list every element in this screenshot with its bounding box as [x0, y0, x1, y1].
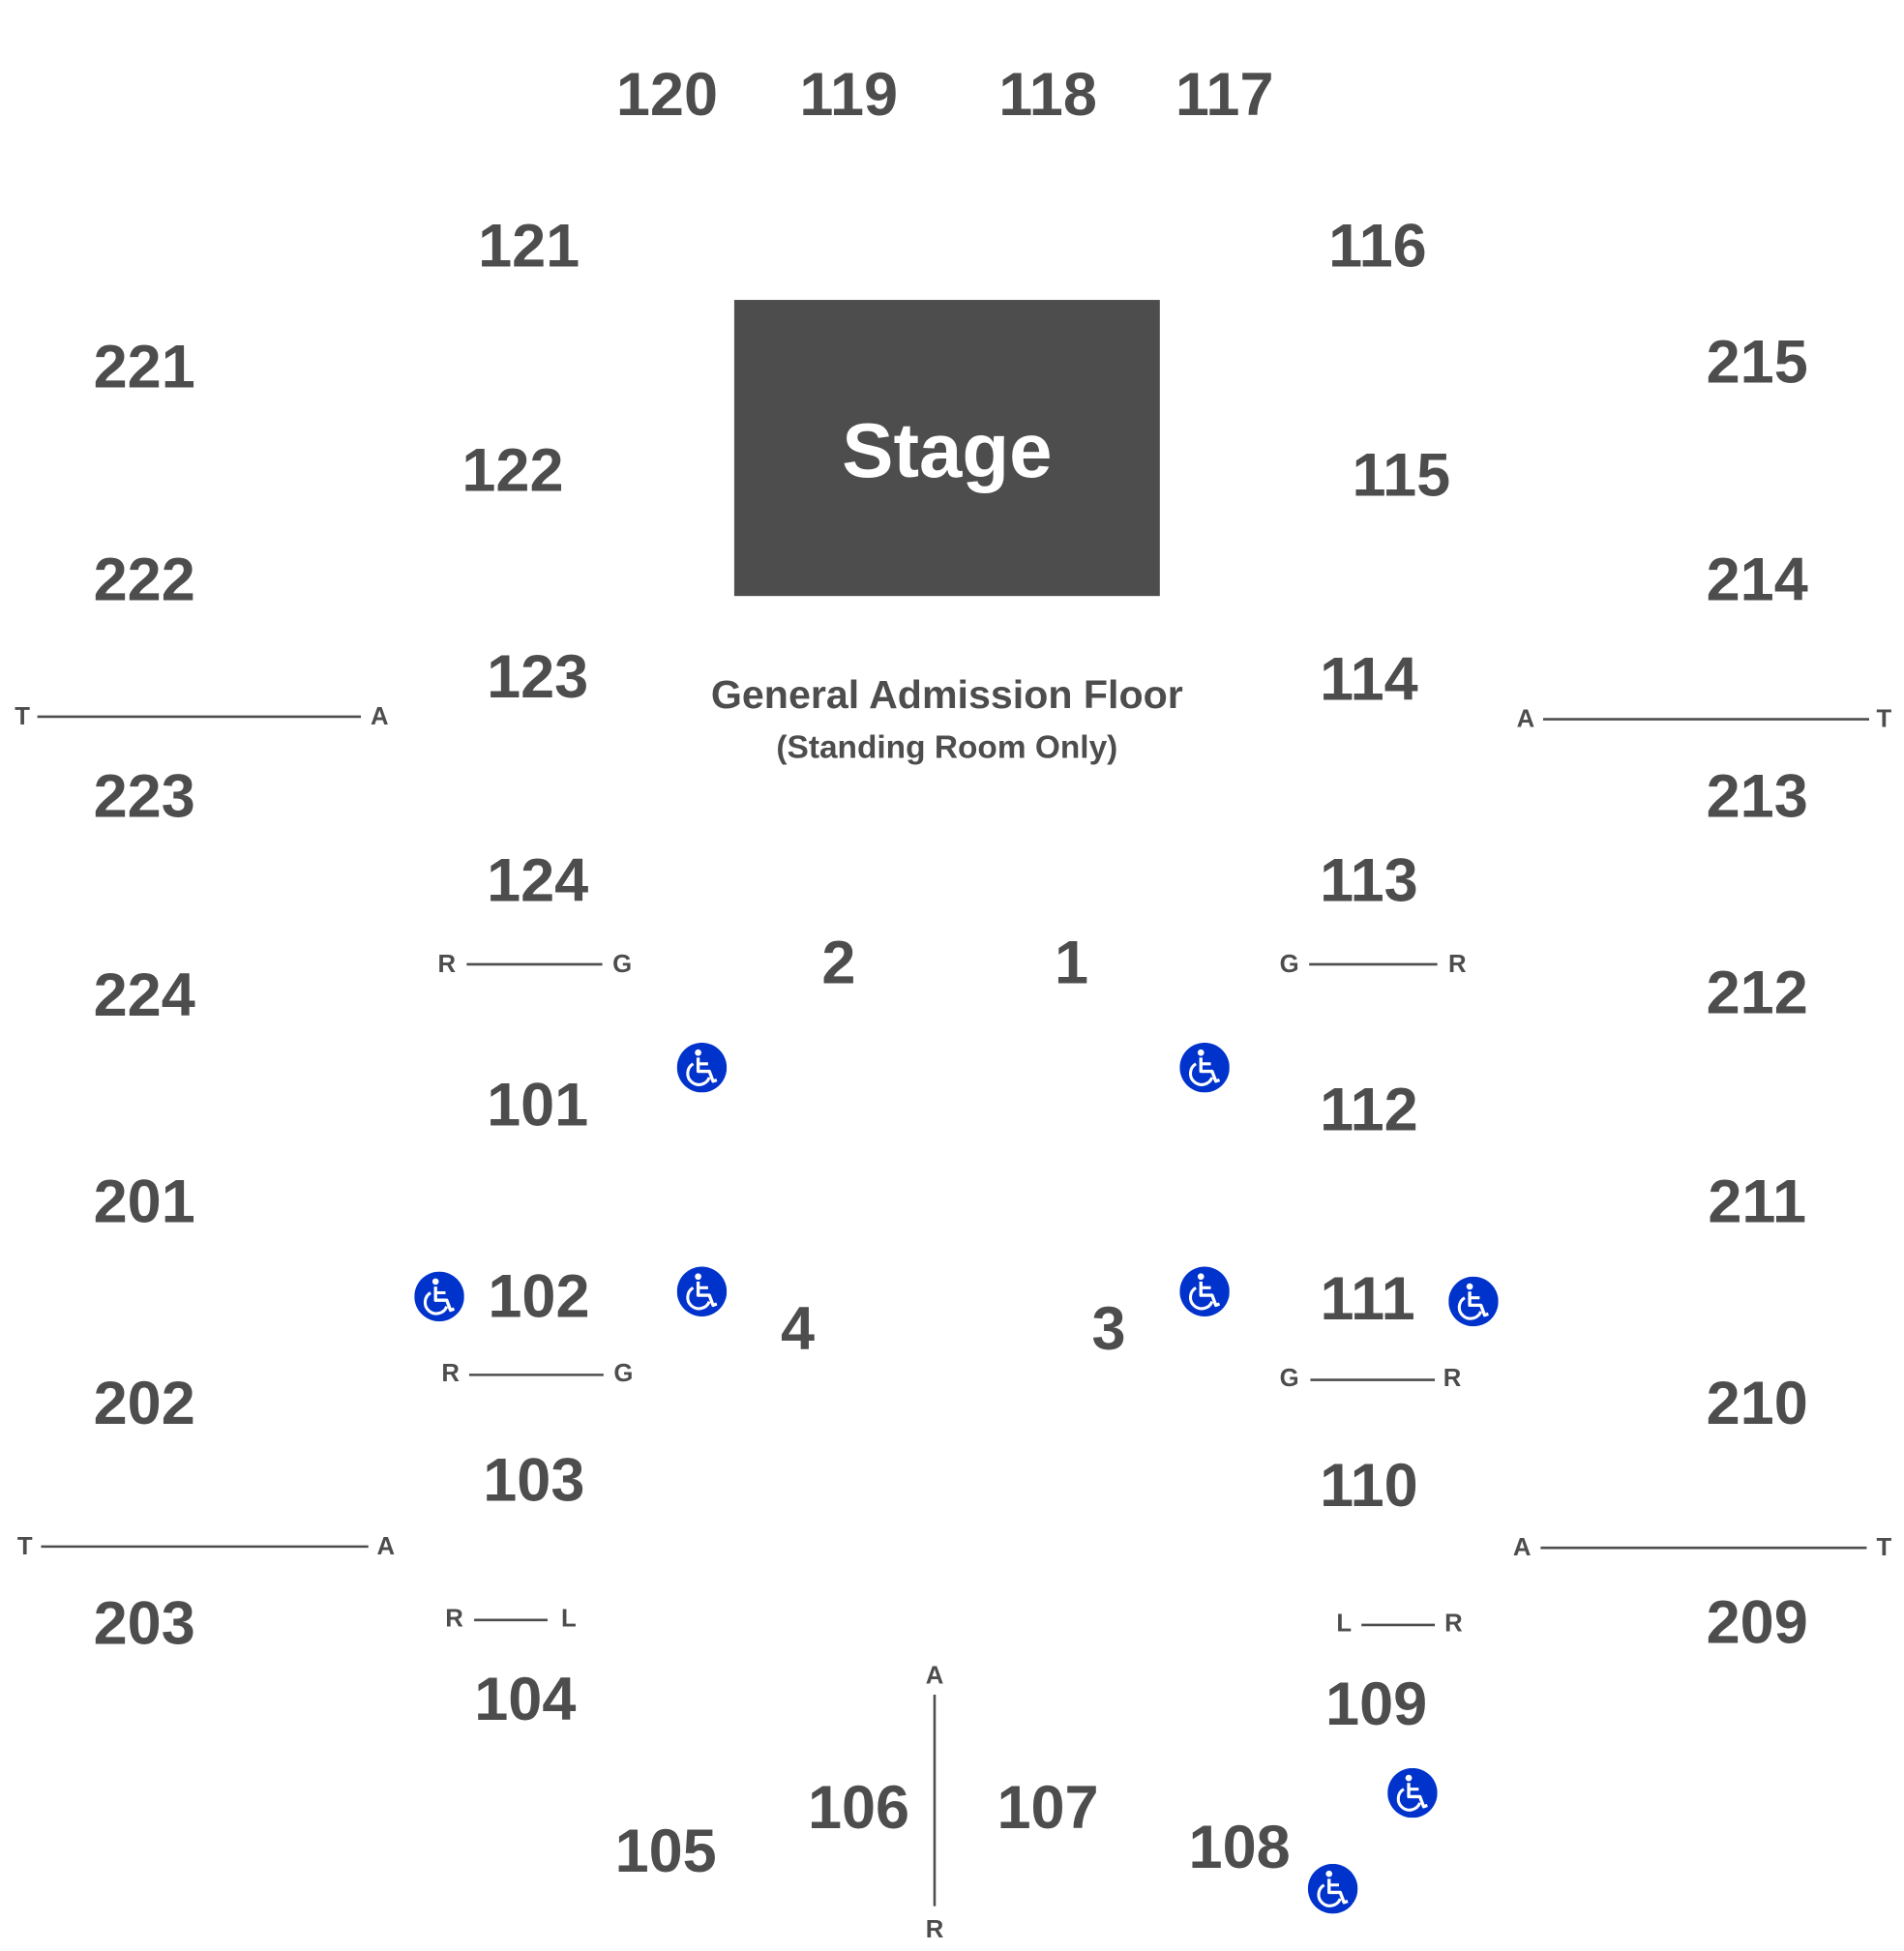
- stage[interactable]: [733, 300, 1160, 597]
- floor-section-3[interactable]: 3: [1092, 1295, 1126, 1363]
- wheelchair-icon[interactable]: [1179, 1266, 1230, 1316]
- section-112[interactable]: 112: [1320, 1076, 1418, 1143]
- aisle-marker-t: T: [1877, 706, 1892, 733]
- aisle-marker-g: G: [1280, 951, 1299, 978]
- section-102[interactable]: 102: [488, 1262, 589, 1330]
- floor-section-1[interactable]: 1: [1055, 930, 1088, 997]
- section-117[interactable]: 117: [1175, 61, 1274, 129]
- section-202[interactable]: 202: [94, 1370, 195, 1437]
- wheelchair-icon[interactable]: [676, 1266, 728, 1316]
- section-124[interactable]: 124: [487, 847, 588, 915]
- section-116[interactable]: 116: [1328, 213, 1427, 281]
- wheelchair-icon[interactable]: [676, 1042, 728, 1093]
- aisle-marker-r: R: [437, 951, 456, 978]
- aisle-marker-a: A: [1517, 706, 1535, 733]
- section-108[interactable]: 108: [1189, 1814, 1291, 1881]
- section-109[interactable]: 109: [1325, 1670, 1427, 1738]
- section-105[interactable]: 105: [615, 1818, 717, 1885]
- section-215[interactable]: 215: [1707, 328, 1808, 396]
- section-101[interactable]: 101: [487, 1071, 588, 1138]
- section-223[interactable]: 223: [94, 762, 195, 830]
- section-122[interactable]: 122: [461, 436, 563, 504]
- aisle-marker-g: G: [612, 951, 632, 978]
- section-107[interactable]: 107: [997, 1774, 1098, 1842]
- section-110[interactable]: 110: [1320, 1452, 1418, 1520]
- section-201[interactable]: 201: [94, 1168, 195, 1236]
- aisle-marker-l: L: [561, 1606, 577, 1633]
- aisle-marker-r: R: [441, 1360, 460, 1387]
- section-203[interactable]: 203: [94, 1590, 195, 1658]
- aisle-marker-g: G: [613, 1360, 633, 1387]
- section-209[interactable]: 209: [1707, 1588, 1808, 1656]
- section-212[interactable]: 212: [1707, 960, 1808, 1027]
- section-115[interactable]: 115: [1353, 441, 1451, 509]
- wheelchair-icon[interactable]: [414, 1271, 464, 1322]
- floor-section-4[interactable]: 4: [781, 1295, 815, 1363]
- section-120[interactable]: 120: [616, 61, 718, 129]
- aisle-marker-r: R: [1443, 1365, 1462, 1392]
- section-123[interactable]: 123: [487, 643, 588, 711]
- standing-room-only-label: (Standing Room Only): [776, 730, 1117, 766]
- aisle-marker-a: A: [1513, 1534, 1532, 1561]
- wheelchair-icon[interactable]: [1307, 1863, 1358, 1914]
- aisle-marker-r: R: [1444, 1611, 1463, 1638]
- aisle-marker-l: L: [1336, 1611, 1352, 1638]
- floor-section-2[interactable]: 2: [821, 930, 855, 997]
- general-admission-floor-label: General Admission Floor: [711, 672, 1183, 717]
- aisle-marker-a: A: [926, 1663, 944, 1690]
- section-106[interactable]: 106: [808, 1774, 909, 1842]
- wheelchair-icon[interactable]: [1387, 1767, 1438, 1818]
- section-111[interactable]: 111: [1321, 1265, 1415, 1333]
- sections: 120 119 118 117 121 116 221 215 122 115 …: [94, 61, 1808, 1885]
- section-104[interactable]: 104: [474, 1666, 576, 1733]
- section-214[interactable]: 214: [1707, 546, 1808, 613]
- section-103[interactable]: 103: [483, 1447, 584, 1515]
- section-114[interactable]: 114: [1320, 645, 1418, 713]
- section-113[interactable]: 113: [1320, 847, 1418, 915]
- wheelchair-icon[interactable]: [1448, 1276, 1499, 1327]
- section-210[interactable]: 210: [1707, 1370, 1808, 1437]
- section-224[interactable]: 224: [94, 961, 195, 1029]
- aisle-marker-a: A: [376, 1533, 395, 1560]
- aisle-marker-a: A: [371, 703, 389, 730]
- section-119[interactable]: 119: [799, 61, 898, 129]
- aisle-marker-t: T: [1877, 1534, 1892, 1561]
- section-211[interactable]: 211: [1708, 1168, 1806, 1236]
- aisle-marker-r: R: [926, 1916, 944, 1943]
- aisle-markers: T A A T R G G R R G G R T A A T R L L R …: [15, 703, 1891, 1943]
- aisle-marker-t: T: [15, 703, 30, 730]
- aisle-marker-r: R: [1448, 951, 1467, 978]
- section-221[interactable]: 221: [94, 334, 195, 401]
- section-213[interactable]: 213: [1707, 762, 1808, 830]
- aisle-marker-r: R: [445, 1606, 463, 1633]
- section-121[interactable]: 121: [478, 213, 580, 281]
- wheelchair-icon[interactable]: [1179, 1042, 1230, 1093]
- stage-label: Stage: [842, 407, 1052, 493]
- aisle-marker-g: G: [1280, 1365, 1299, 1392]
- section-118[interactable]: 118: [998, 61, 1097, 129]
- section-222[interactable]: 222: [94, 546, 195, 613]
- aisle-marker-t: T: [17, 1533, 33, 1560]
